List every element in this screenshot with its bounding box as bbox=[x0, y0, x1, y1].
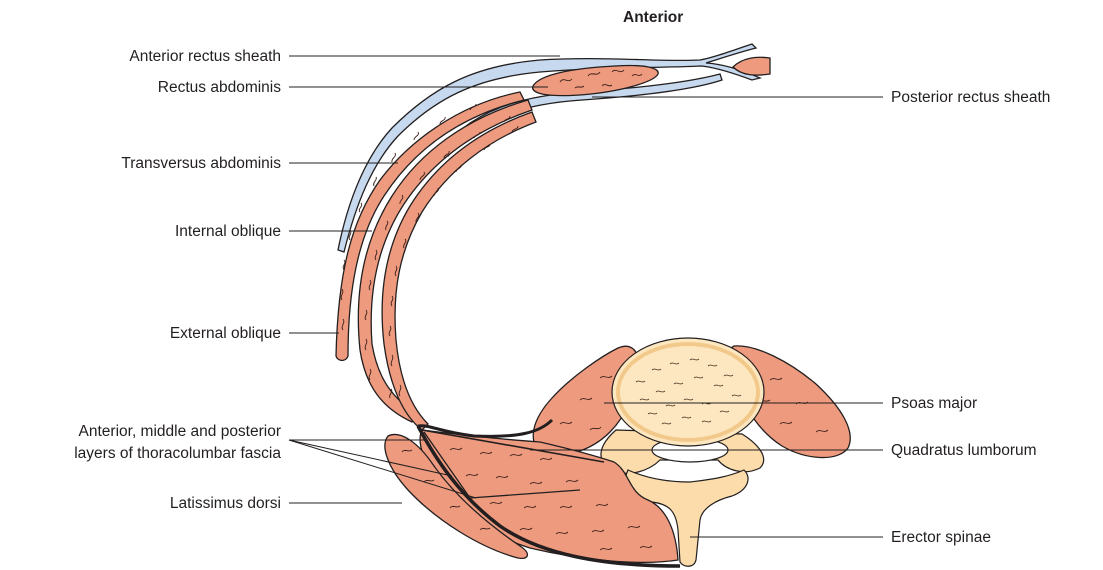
label-psoas-major: Psoas major bbox=[891, 395, 977, 412]
label-quadratus-lumborum: Quadratus lumborum bbox=[891, 442, 1037, 459]
label-internal-oblique: Internal oblique bbox=[175, 223, 281, 240]
label-posterior-rectus-sheath: Posterior rectus sheath bbox=[891, 89, 1050, 106]
diagram-heading: Anterior bbox=[623, 9, 683, 26]
label-external-oblique: External oblique bbox=[170, 325, 281, 342]
label-thoracolumbar-fascia-line2: layers of thoracolumbar fascia bbox=[74, 445, 281, 462]
label-erector-spinae: Erector spinae bbox=[891, 529, 991, 546]
label-rectus-abdominis: Rectus abdominis bbox=[158, 79, 281, 96]
label-anterior-rectus-sheath: Anterior rectus sheath bbox=[129, 48, 281, 65]
label-latissimus-dorsi: Latissimus dorsi bbox=[170, 495, 281, 512]
label-transversus-abdominis: Transversus abdominis bbox=[121, 155, 281, 172]
label-thoracolumbar-fascia-line1: Anterior, middle and posterior bbox=[79, 423, 281, 440]
